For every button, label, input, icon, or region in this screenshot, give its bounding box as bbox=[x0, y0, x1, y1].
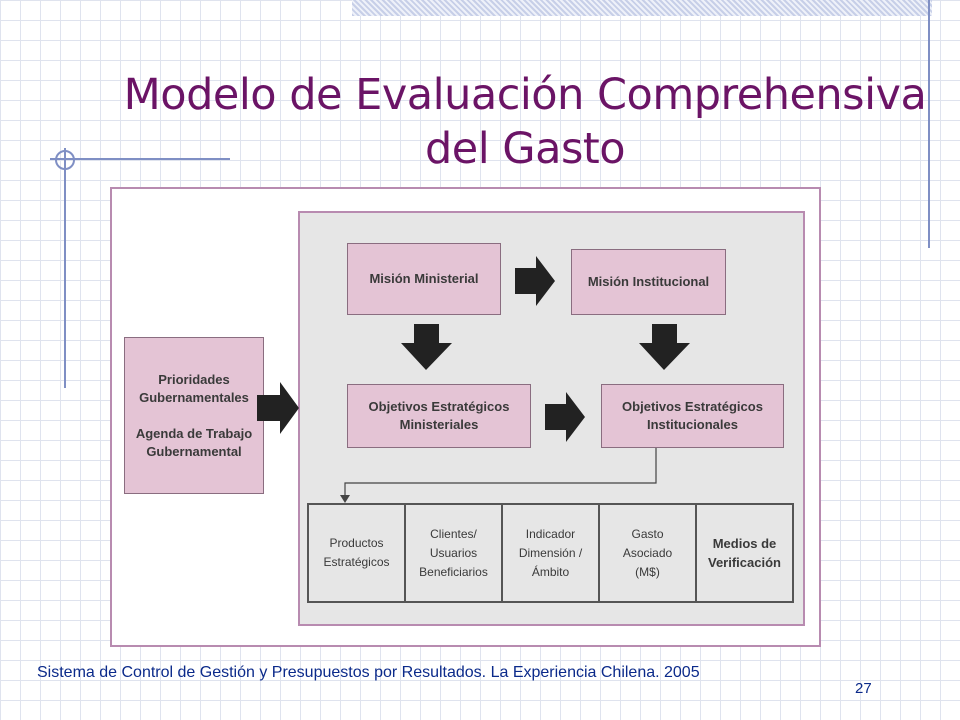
table-cell-clientes: Clientes/ Usuarios Beneficiarios bbox=[406, 505, 503, 601]
objetivos-ministeriales-box: Objetivos Estratégicos Ministeriales bbox=[347, 384, 531, 448]
decorative-line bbox=[928, 0, 930, 248]
page-number: 27 bbox=[855, 680, 872, 697]
table-cell-gasto: Gasto Asociado (M$) bbox=[600, 505, 697, 601]
table-cell-productos: Productos Estratégicos bbox=[309, 505, 406, 601]
slide-title: Modelo de Evaluación Comprehensiva del G… bbox=[123, 70, 927, 174]
table-cell-indicador: Indicador Dimensión / Ámbito bbox=[503, 505, 600, 601]
mision-institucional-box: Misión Institucional bbox=[571, 249, 726, 315]
footer-citation: Sistema de Control de Gestión y Presupue… bbox=[37, 664, 700, 681]
decorative-line bbox=[64, 148, 66, 388]
table-cell-medios: Medios de Verificación bbox=[708, 536, 781, 570]
decorative-band bbox=[352, 0, 932, 16]
mision-ministerial-box: Misión Ministerial bbox=[347, 243, 501, 315]
decorative-line bbox=[50, 158, 230, 160]
prioridades-box: Prioridades Gubernamentales Agenda de Tr… bbox=[124, 337, 264, 494]
results-table: Productos Estratégicos Clientes/ Usuario… bbox=[307, 503, 794, 603]
objetivos-institucionales-box: Objetivos Estratégicos Institucionales bbox=[601, 384, 784, 448]
decorative-circle bbox=[55, 150, 75, 170]
